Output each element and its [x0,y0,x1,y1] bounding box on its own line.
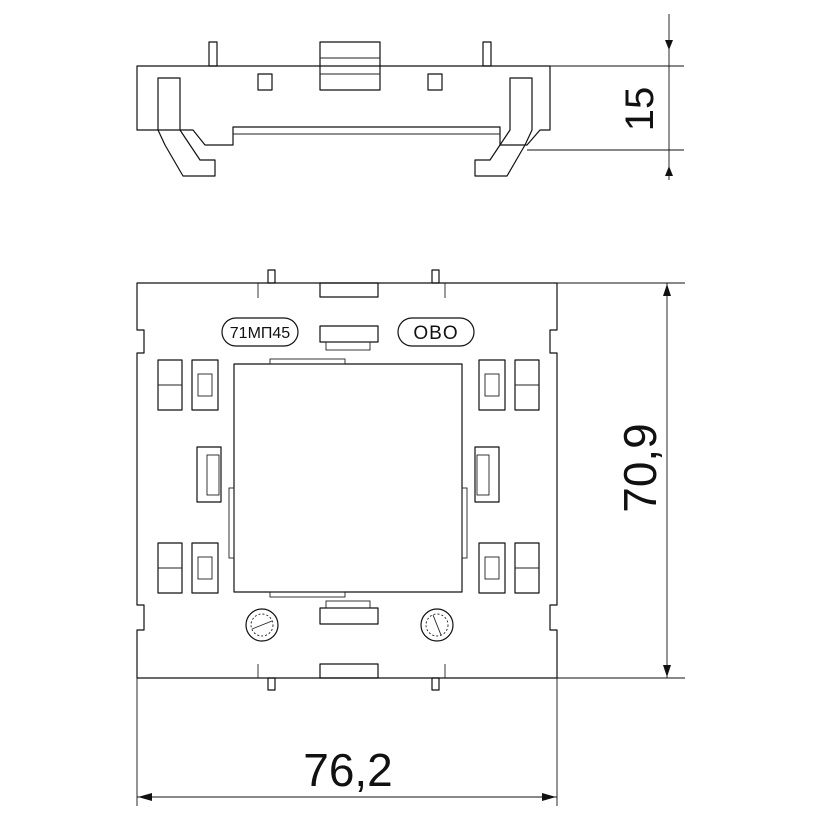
part-number-oval [221,317,299,347]
slot-right-inner-bottom [478,542,506,594]
center-opening [233,363,463,593]
brand-marking: OBO [413,323,458,344]
screw-left-icon [245,608,279,642]
bottom-tab [319,663,379,679]
side-right-claw [474,77,533,177]
side-left-claw [157,77,216,177]
side-slot-left [257,73,273,91]
brand-oval [397,317,475,347]
slot-right-inner-top [478,359,506,411]
slot-right-mid [474,446,500,503]
part-number-marking: 71МП45 [230,325,291,342]
dimension-height-front: 70,9 [557,282,685,679]
top-tab [319,282,379,298]
height-side-label: 15 [618,87,662,132]
bottom-pin-left [267,677,276,691]
side-view [136,41,551,177]
slot-left-mid [196,446,222,503]
side-center-clip [319,41,381,91]
top-latch [319,325,379,343]
height-front-label: 70,9 [614,423,666,513]
side-view-outline [136,65,551,146]
slot-left-inner-bottom [191,542,219,594]
bottom-latch [319,607,379,625]
side-slot-right [427,73,443,91]
top-pin-left [267,269,276,284]
slot-left-inner-top [191,359,219,411]
side-pin-right [482,41,492,67]
dimension-height-side: 15 [527,14,684,180]
side-pin-left [208,41,218,67]
front-view: 71МП45 OBO [136,269,558,691]
top-pin-right [431,269,440,284]
screw-right-icon [420,608,454,642]
bottom-pin-right [431,677,440,691]
dimension-width-front: 76,2 [136,678,558,806]
width-front-label: 76,2 [303,744,393,796]
